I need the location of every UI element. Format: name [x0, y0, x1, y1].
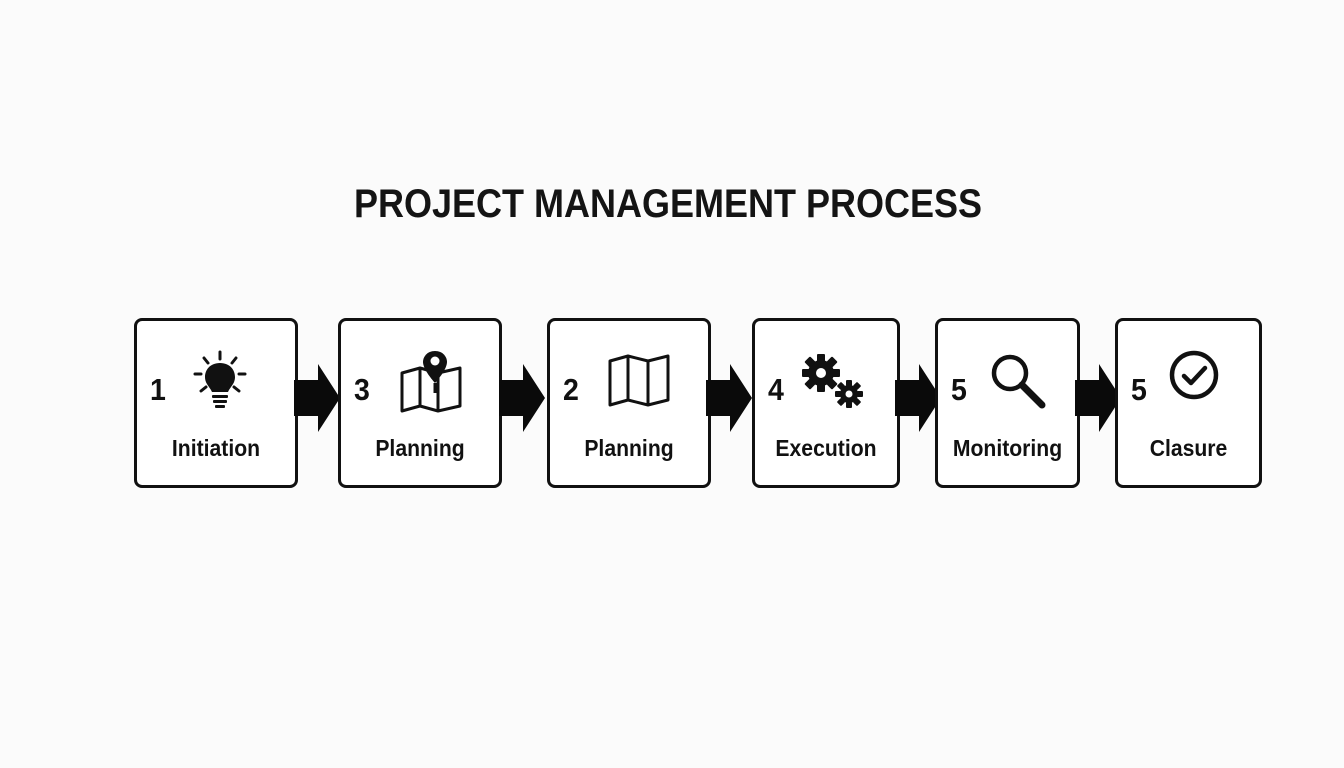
step-label: Planning: [584, 435, 674, 461]
step-label: Initiation: [171, 435, 261, 461]
magnifier-icon: [986, 349, 1064, 415]
gears-icon: [799, 349, 877, 415]
step-label: Execution: [775, 435, 877, 461]
step-planning-2: 2 Planning: [547, 318, 711, 488]
arrow-right-icon: [895, 364, 943, 432]
diagram-title: PROJECT MANAGEMENT PROCESS: [353, 182, 983, 226]
step-number: 1: [150, 372, 166, 407]
step-number: 5: [1131, 372, 1147, 407]
step-label: Clasure: [1149, 435, 1228, 461]
arrow-right-icon: [706, 364, 754, 432]
step-initiation: 1 Initiation: [134, 318, 298, 488]
step-number: 4: [768, 372, 784, 407]
arrow-right-icon: [1075, 364, 1123, 432]
check-circle-icon: [1168, 349, 1246, 415]
step-number: 3: [354, 372, 370, 407]
lightbulb-icon: [187, 349, 265, 415]
step-label: Planning: [375, 435, 465, 461]
arrow-right-icon: [294, 364, 342, 432]
step-number: 5: [951, 372, 967, 407]
folded-map-icon: [604, 349, 682, 415]
step-planning: 3 Planning: [338, 318, 502, 488]
step-number: 2: [563, 372, 579, 407]
arrow-right-icon: [499, 364, 547, 432]
step-execution: 4: [752, 318, 900, 488]
step-closure: 5 Clasure: [1115, 318, 1262, 488]
map-pin-icon: [395, 349, 473, 415]
step-monitoring: 5 Monitoring: [935, 318, 1080, 488]
step-label: Monitoring: [952, 435, 1063, 461]
